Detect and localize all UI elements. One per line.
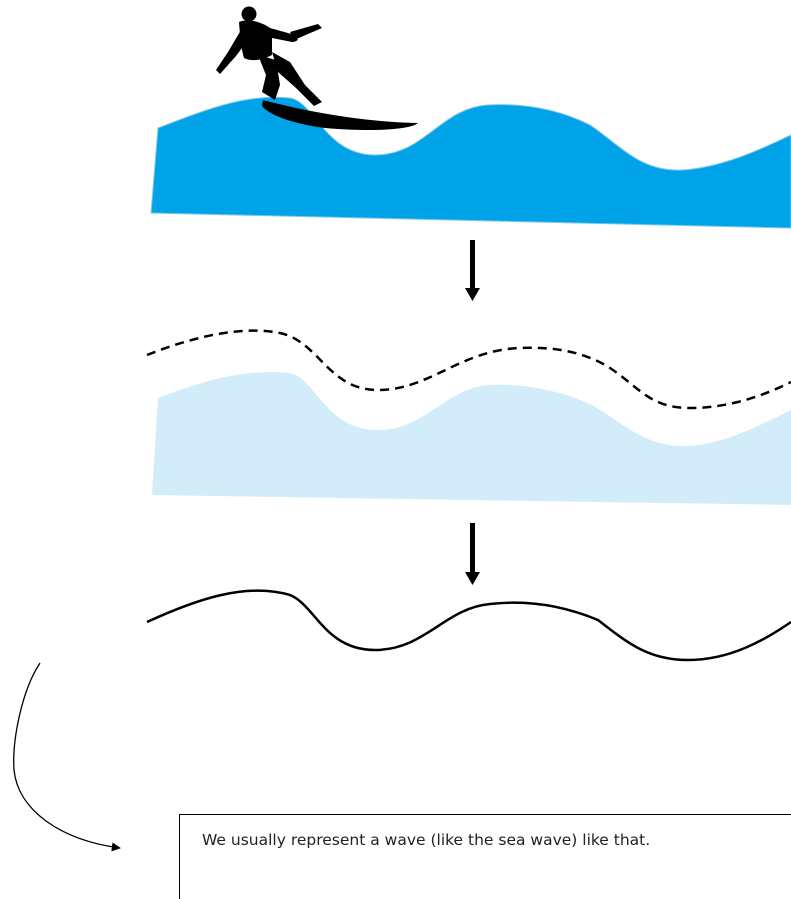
dashed-outline — [146, 329, 791, 410]
wave-line — [146, 589, 791, 662]
wave-line-stage — [146, 589, 791, 662]
sea-wave-shape — [150, 96, 791, 229]
curved-arrow-icon — [13, 662, 121, 852]
outline-trace-stage — [146, 329, 791, 505]
caption-text: We usually represent a wave (like the se… — [202, 831, 651, 849]
sea-wave-stage — [150, 96, 791, 229]
faded-wave-shape — [152, 371, 791, 505]
caption-box: We usually represent a wave (like the se… — [179, 814, 791, 899]
surfer-icon — [216, 6, 418, 131]
down-arrow-icon — [465, 523, 480, 585]
down-arrow-icon — [465, 240, 480, 301]
